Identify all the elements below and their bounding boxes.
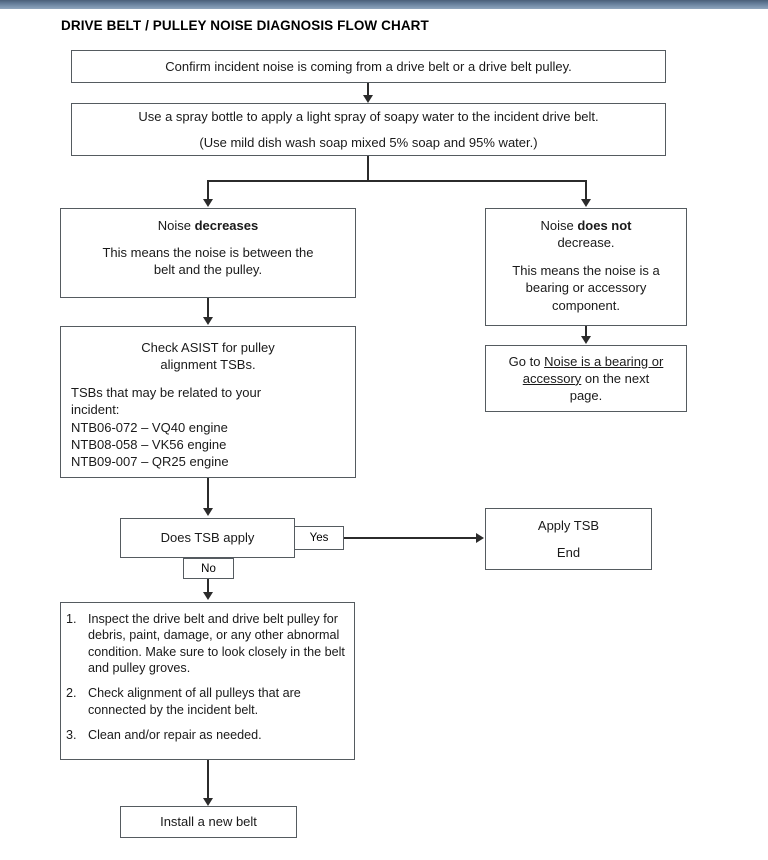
connector-decreases-to-asist: [207, 298, 209, 318]
node-noise-not-decrease-body-3: component.: [552, 297, 620, 313]
connector-branch-bus: [208, 180, 586, 182]
arrowhead-branch-left: [203, 199, 213, 207]
node-apply-tsb-end: Apply TSB End: [485, 508, 652, 570]
node-apply-tsb-line-2: End: [556, 544, 581, 560]
page-title: DRIVE BELT / PULLEY NOISE DIAGNOSIS FLOW…: [61, 18, 429, 33]
list-item-text: Inspect the drive belt and drive belt pu…: [88, 612, 345, 676]
connector-branch-left-drop: [207, 180, 209, 200]
node-go-to-link-part-1[interactable]: Noise is a bearing or: [544, 353, 664, 369]
connector-no-to-inspect: [207, 579, 209, 593]
page-accent-bar: [0, 0, 768, 9]
arrowhead-asist-to-decision: [203, 508, 213, 516]
connector-spray-stem: [367, 156, 369, 181]
node-does-tsb-apply: Does TSB apply: [120, 518, 295, 558]
node-inspect-steps: 1. Inspect the drive belt and drive belt…: [60, 602, 355, 760]
list-item-text: Check alignment of all pulleys that are …: [88, 686, 301, 717]
arrowhead-not-decrease-to-goto: [581, 336, 591, 344]
node-noise-decreases: Noise decreases This means the noise is …: [60, 208, 356, 298]
tsb-reference-item: NTB08-058 – VK56 engine: [71, 436, 227, 452]
arrowhead-branch-right: [581, 199, 591, 207]
arrowhead-confirm-to-spray: [363, 95, 373, 103]
node-check-asist-body-1: TSBs that may be related to your: [71, 385, 262, 401]
list-item-number: 2.: [66, 686, 77, 701]
node-go-to-next-page: Go to Noise is a bearing or accessory on…: [485, 345, 687, 412]
node-noise-decreases-body-2: belt and the pulley.: [153, 262, 263, 278]
node-noise-not-decrease-heading-2: decrease.: [557, 235, 615, 251]
node-go-to-link-part-2[interactable]: accessory: [522, 370, 582, 386]
node-noise-does-not-decrease: Noise does not decrease. This means the …: [485, 208, 687, 326]
arrowhead-steps-to-install: [203, 798, 213, 806]
connector-yes-to-apply-tsb: [344, 537, 477, 539]
connector-asist-to-decision: [207, 478, 209, 509]
node-check-asist-body: TSBs that may be related to your inciden…: [71, 384, 345, 470]
edge-label-yes-text: Yes: [309, 532, 329, 544]
node-noise-decreases-heading-emphasis: decreases: [194, 218, 259, 233]
page-accent-bar-shadow: [0, 9, 768, 11]
tsb-reference-item: NTB06-072 – VQ40 engine: [71, 419, 228, 435]
inspect-steps-list: 1. Inspect the drive belt and drive belt…: [66, 611, 347, 744]
node-spray-line-1: Use a spray bottle to apply a light spra…: [138, 109, 599, 125]
node-noise-not-decrease-body-2: bearing or accessory: [525, 280, 647, 296]
list-item-number: 1.: [66, 612, 77, 626]
tsb-reference-item: NTB09-007 – QR25 engine: [71, 453, 229, 469]
list-item: 2. Check alignment of all pulleys that a…: [66, 685, 347, 718]
connector-confirm-to-spray: [367, 83, 369, 97]
arrowhead-no-to-inspect: [203, 592, 213, 600]
connector-steps-to-install: [207, 760, 209, 799]
node-noise-not-decrease-heading-prefix: Noise: [540, 218, 578, 233]
edge-label-no-text: No: [201, 562, 216, 575]
node-go-to-line-2: accessory on the next: [494, 370, 678, 387]
node-check-asist-heading-1: Check ASIST for pulley: [141, 340, 275, 355]
node-go-to-suffix: on the next: [581, 370, 650, 386]
node-install-new-belt-label: Install a new belt: [160, 814, 257, 830]
node-noise-not-decrease-heading-emphasis: does not: [577, 218, 632, 233]
node-noise-decreases-heading-prefix: Noise: [157, 218, 195, 233]
node-apply-tsb-line-1: Apply TSB: [537, 518, 600, 534]
arrowhead-decreases-to-asist: [203, 317, 213, 325]
node-noise-decreases-heading: Noise decreases: [69, 217, 347, 234]
list-item: 1. Inspect the drive belt and drive belt…: [66, 611, 347, 676]
node-go-to-prefix: Go to: [508, 353, 545, 369]
list-item: 3. Clean and/or repair as needed.: [66, 727, 347, 743]
list-item-number: 3.: [66, 728, 77, 743]
node-go-to-line-1: Go to Noise is a bearing or: [494, 353, 678, 370]
node-noise-decreases-body-1: This means the noise is between the: [102, 245, 314, 261]
arrowhead-yes-to-apply-tsb: [476, 533, 484, 543]
node-noise-not-decrease-body-1: This means the noise is a: [512, 263, 660, 279]
node-install-new-belt: Install a new belt: [120, 806, 297, 838]
node-check-asist-heading-2: alignment TSBs.: [160, 357, 256, 373]
node-confirm-text: Confirm incident noise is coming from a …: [165, 58, 572, 74]
list-item-text: Clean and/or repair as needed.: [88, 728, 262, 743]
node-noise-not-decrease-heading: Noise does not: [494, 217, 678, 234]
node-go-to-line-3: page.: [569, 388, 603, 404]
node-check-asist: Check ASIST for pulley alignment TSBs. T…: [60, 326, 356, 478]
edge-label-no: No: [183, 558, 234, 579]
connector-branch-right-drop: [585, 180, 587, 200]
node-does-tsb-apply-label: Does TSB apply: [160, 530, 255, 546]
connector-not-decrease-to-goto: [585, 326, 587, 337]
node-confirm-incident-noise: Confirm incident noise is coming from a …: [71, 50, 666, 83]
node-apply-soapy-water: Use a spray bottle to apply a light spra…: [71, 103, 666, 156]
node-check-asist-body-2: incident:: [71, 402, 120, 418]
node-check-asist-heading: Check ASIST for pulley alignment TSBs.: [71, 339, 345, 373]
node-spray-line-2: (Use mild dish wash soap mixed 5% soap a…: [199, 134, 538, 150]
edge-label-yes: Yes: [294, 526, 344, 550]
